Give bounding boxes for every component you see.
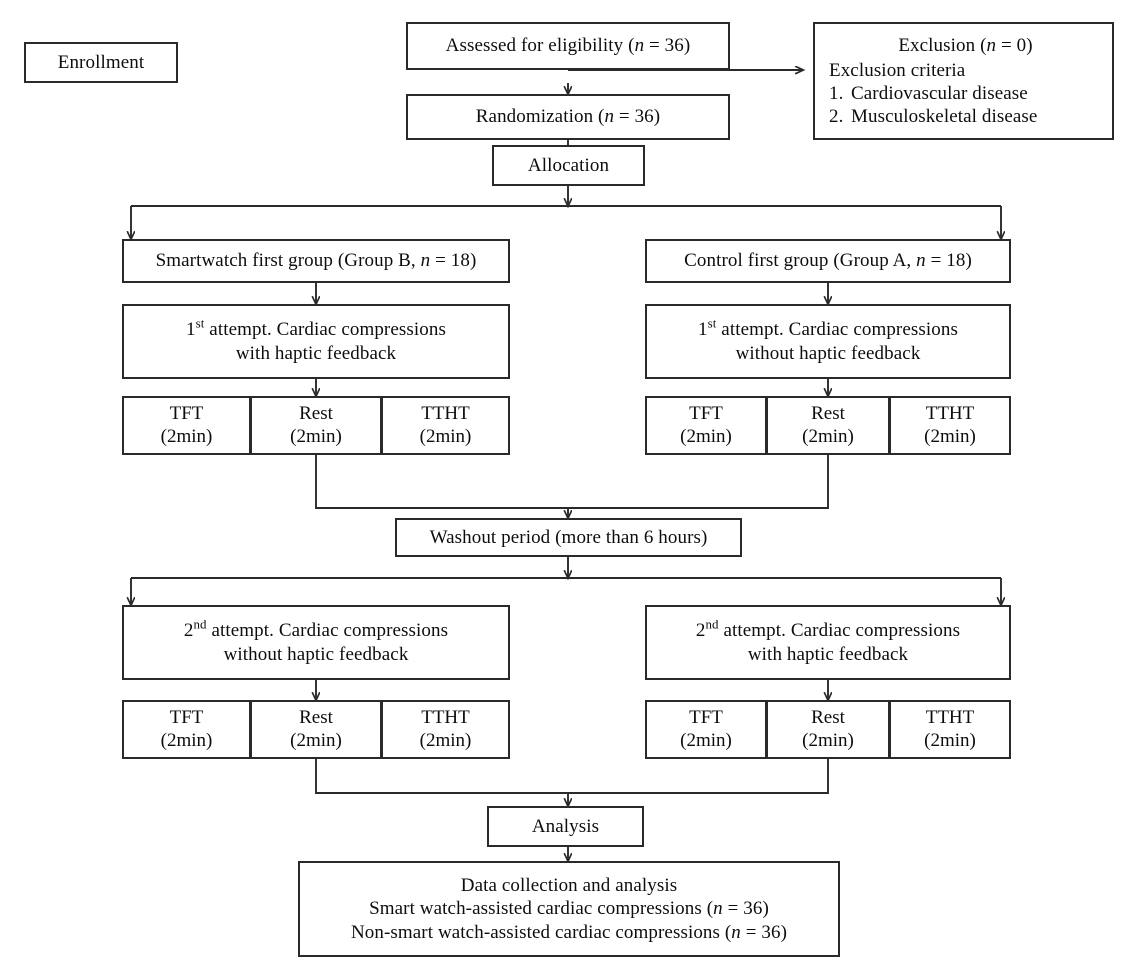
phase-duration: (2min) <box>802 729 854 751</box>
phase-name: Rest <box>811 402 845 424</box>
phase2-left-tft[interactable]: TFT (2min) <box>122 700 251 759</box>
phase-name: TFT <box>169 402 204 424</box>
analysis-label: Analysis <box>531 815 600 837</box>
node-group-a[interactable]: Control first group (Group A, n = 18) <box>645 239 1011 283</box>
attempt1-left-line1: 1st attempt. Cardiac compressions <box>186 316 446 341</box>
line-phase1-merge <box>315 455 829 509</box>
attempt2-right-line1: 2nd attempt. Cardiac compressions <box>695 617 961 642</box>
exclusion-title: Exclusion (n = 0) <box>898 34 1033 56</box>
attempt1-right-line1: 1st attempt. Cardiac compressions <box>698 316 958 341</box>
washout-label: Washout period (more than 6 hours) <box>429 526 708 548</box>
allocation-label: Allocation <box>527 154 610 176</box>
phase1-right-rest[interactable]: Rest (2min) <box>767 396 889 455</box>
node-data-collection[interactable]: Data collection and analysis Smart watch… <box>298 861 840 957</box>
phase1-right-ttht[interactable]: TTHT (2min) <box>889 396 1011 455</box>
phase-name: TTHT <box>421 706 470 728</box>
phase1-left-tft[interactable]: TFT (2min) <box>122 396 251 455</box>
randomization-label: Randomization (n = 36) <box>475 106 661 128</box>
phase-duration: (2min) <box>419 425 472 447</box>
phase1-left-rest[interactable]: Rest (2min) <box>251 396 381 455</box>
phase-duration: (2min) <box>802 425 854 447</box>
node-assessed-for-eligibility[interactable]: Assessed for eligibility (n = 36) <box>406 22 730 70</box>
exclusion-criteria-label: Exclusion criteria <box>829 59 966 81</box>
phase-duration: (2min) <box>680 425 732 447</box>
node-exclusion[interactable]: Exclusion (n = 0) Exclusion criteria 1.C… <box>813 22 1114 140</box>
phase-name: TTHT <box>925 402 975 424</box>
phase-name: Rest <box>811 706 845 728</box>
phase-duration: (2min) <box>160 729 213 751</box>
phase-duration: (2min) <box>924 729 976 751</box>
node-group-b[interactable]: Smartwatch first group (Group B, n = 18) <box>122 239 510 283</box>
node-randomization[interactable]: Randomization (n = 36) <box>406 94 730 140</box>
phase-name: TTHT <box>925 706 975 728</box>
attempt2-left-line2: without haptic feedback <box>223 643 409 665</box>
phase-duration: (2min) <box>924 425 976 447</box>
phase-name: TFT <box>169 706 204 728</box>
node-attempt1-right[interactable]: 1st attempt. Cardiac compressions withou… <box>645 304 1011 379</box>
phase-duration: (2min) <box>680 729 732 751</box>
phase1-left-ttht[interactable]: TTHT (2min) <box>381 396 510 455</box>
data-collection-line3: Non-smart watch-assisted cardiac compres… <box>350 921 788 943</box>
enrollment-label: Enrollment <box>57 51 145 73</box>
attempt2-right-line2: with haptic feedback <box>747 643 909 665</box>
phase2-left-rest[interactable]: Rest (2min) <box>251 700 381 759</box>
phase-duration: (2min) <box>290 425 342 447</box>
node-allocation[interactable]: Allocation <box>492 145 645 186</box>
exclusion-content: Exclusion (n = 0) Exclusion criteria 1.C… <box>815 34 1112 129</box>
phase-name: Rest <box>299 706 333 728</box>
phase2-right-ttht[interactable]: TTHT (2min) <box>889 700 1011 759</box>
attempt1-left-line2: with haptic feedback <box>235 342 397 364</box>
node-washout-period[interactable]: Washout period (more than 6 hours) <box>395 518 742 557</box>
phase-name: TFT <box>689 402 723 424</box>
node-attempt2-right[interactable]: 2nd attempt. Cardiac compressions with h… <box>645 605 1011 680</box>
line-phase2-merge <box>315 759 829 794</box>
exclusion-item-2: 2.Musculoskeletal disease <box>829 106 1038 128</box>
group-a-label: Control first group (Group A, n = 18) <box>684 250 972 272</box>
attempt2-left-line1: 2nd attempt. Cardiac compressions <box>183 617 449 642</box>
phase1-right-tft[interactable]: TFT (2min) <box>645 396 767 455</box>
group-b-label: Smartwatch first group (Group B, n = 18) <box>155 250 477 272</box>
phase-duration: (2min) <box>419 729 472 751</box>
attempt1-right-line2: without haptic feedback <box>735 342 921 364</box>
phase2-left-ttht[interactable]: TTHT (2min) <box>381 700 510 759</box>
exclusion-item-1: 1.Cardiovascular disease <box>829 83 1028 104</box>
node-attempt1-left[interactable]: 1st attempt. Cardiac compressions with h… <box>122 304 510 379</box>
data-collection-line2: Smart watch-assisted cardiac compression… <box>369 898 769 920</box>
node-attempt2-left[interactable]: 2nd attempt. Cardiac compressions withou… <box>122 605 510 680</box>
assessed-label: Assessed for eligibility (n = 36) <box>445 35 691 57</box>
phase2-right-tft[interactable]: TFT (2min) <box>645 700 767 759</box>
phase-name: TTHT <box>421 402 470 424</box>
phase-duration: (2min) <box>160 425 213 447</box>
phase2-right-rest[interactable]: Rest (2min) <box>767 700 889 759</box>
node-enrollment[interactable]: Enrollment <box>24 42 178 83</box>
node-analysis[interactable]: Analysis <box>487 806 644 847</box>
phase-name: TFT <box>689 706 723 728</box>
phase-duration: (2min) <box>290 729 342 751</box>
phase-name: Rest <box>299 402 333 424</box>
data-collection-line1: Data collection and analysis <box>460 875 678 897</box>
